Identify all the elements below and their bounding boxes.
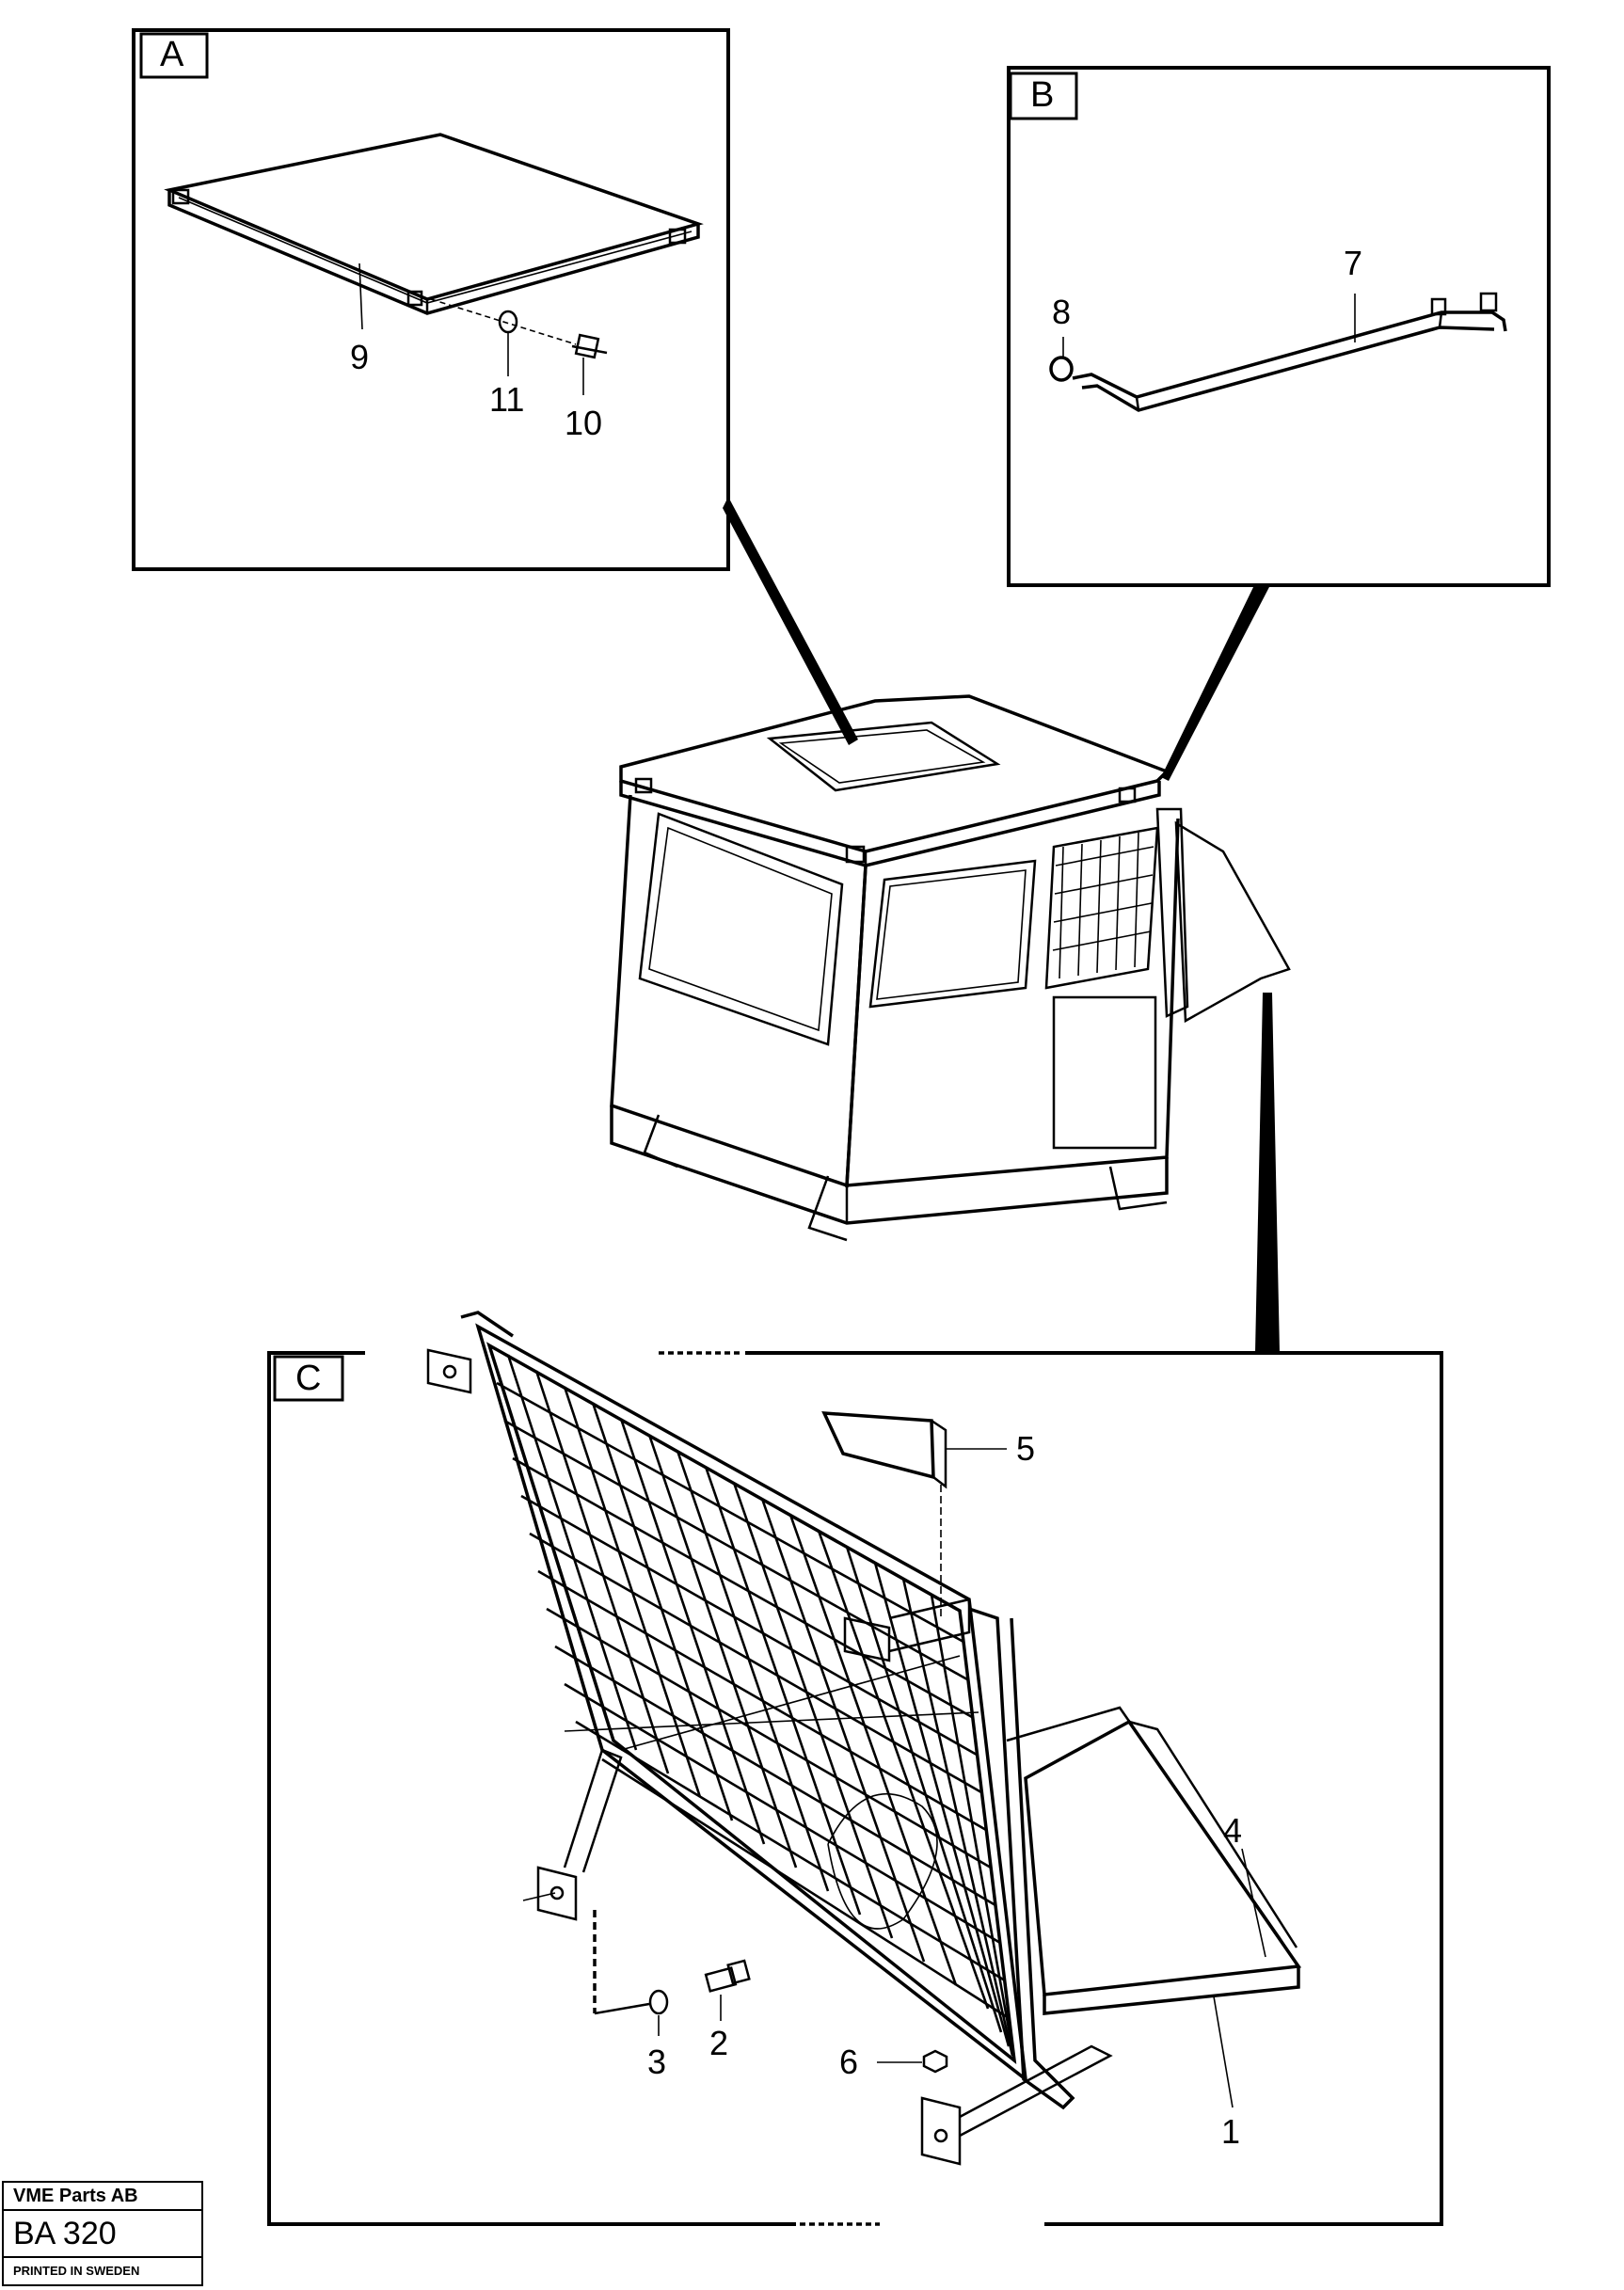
- callout-7: 7: [1344, 244, 1362, 282]
- screw-part: [430, 298, 608, 359]
- washer-part-c: [648, 1989, 669, 2015]
- callout-2: 2: [709, 2024, 728, 2062]
- cab-mesh-window: [1052, 832, 1154, 979]
- handrail-part: [1072, 292, 1507, 412]
- screw-part-c: [704, 1959, 751, 1993]
- callout-11: 11: [489, 380, 524, 419]
- washer-part: [498, 310, 518, 334]
- callout-4: 4: [1223, 1811, 1242, 1850]
- cab-assembly: [610, 694, 1291, 1242]
- guard-grille-part: [426, 1311, 1113, 2166]
- pointer-b: [1161, 583, 1270, 781]
- panel-a-tag: A: [160, 35, 184, 74]
- callout-9: 9: [350, 338, 369, 376]
- panel-b-frame: [1007, 66, 1551, 587]
- panel-c-frame-right: [745, 1351, 1443, 2226]
- nut-part: [922, 2049, 948, 2074]
- panel-b-tag: B: [1030, 75, 1054, 115]
- pointer-a: [723, 497, 858, 745]
- company-name: VME Parts AB: [4, 2183, 201, 2211]
- leader-1: [1213, 1996, 1234, 2108]
- bracket-part: [821, 1411, 947, 1618]
- leader-9: [358, 262, 363, 330]
- panel-b: B 7 8: [1007, 66, 1551, 587]
- drawing-code: BA 320: [4, 2211, 201, 2258]
- panel-c: C: [267, 1311, 1443, 2226]
- panel-b-tag-box: [1009, 72, 1078, 120]
- panel-a-frame: [132, 28, 730, 571]
- callout-1: 1: [1221, 2112, 1240, 2151]
- title-block: VME Parts AB BA 320 PRINTED IN SWEDEN: [2, 2181, 203, 2286]
- callout-10: 10: [565, 404, 602, 442]
- plug-part: [1049, 356, 1074, 382]
- panel-a-tag-box: [139, 32, 209, 79]
- callout-5: 5: [1016, 1429, 1035, 1468]
- callout-8: 8: [1052, 293, 1071, 331]
- callout-6: 6: [839, 2043, 858, 2081]
- panel-c-tag: C: [295, 1359, 321, 1398]
- panel-c-tag-box: [273, 1355, 344, 1402]
- panel-c-frame-left: [267, 1351, 796, 2226]
- panel-a: A 9 11 10: [132, 28, 730, 571]
- grille-mesh: [496, 1354, 1016, 2061]
- mounting-brackets: [426, 1348, 1113, 2166]
- printed-note: PRINTED IN SWEDEN: [13, 2264, 140, 2278]
- leader-4: [1241, 1848, 1266, 1958]
- pointer-c: [1255, 993, 1280, 1353]
- callout-3: 3: [647, 2043, 666, 2081]
- tray-part: [1006, 1706, 1302, 2015]
- cover-plate-part: [164, 133, 704, 315]
